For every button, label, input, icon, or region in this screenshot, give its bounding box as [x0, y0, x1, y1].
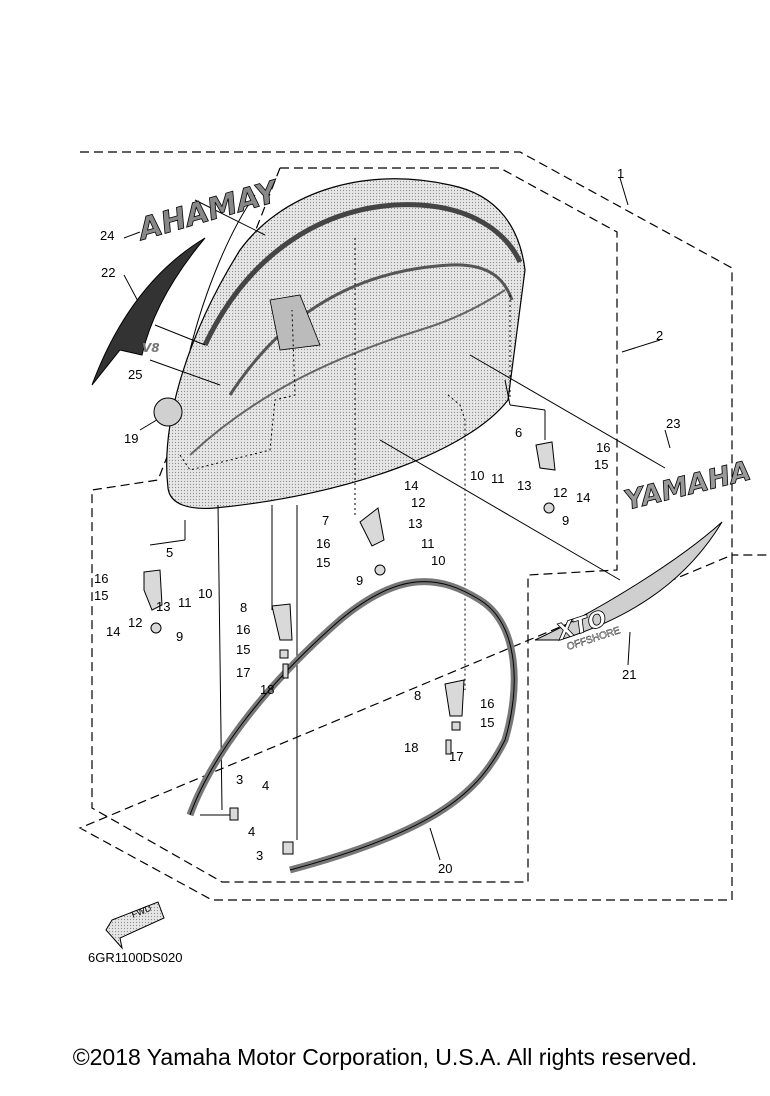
part-17b [451, 721, 461, 731]
callout-c15e: 15 [594, 457, 608, 472]
callout-c10c: 10 [470, 468, 484, 483]
callout-c16a: 16 [94, 571, 108, 586]
part-18a [282, 663, 289, 679]
callout-c22: 22 [101, 265, 115, 280]
callout-c17b: 17 [449, 749, 463, 764]
callout-c9a: 9 [176, 629, 183, 644]
boundary-inner [91, 167, 618, 883]
part-9c-nut [543, 502, 555, 514]
part-9a-nut [150, 622, 162, 634]
callout-c16b: 16 [316, 536, 330, 551]
callout-c11c: 11 [491, 471, 505, 486]
callout-c16e: 16 [596, 440, 610, 455]
callout-c16d: 16 [480, 696, 494, 711]
decal-21: XTO OFFSHORE [534, 521, 723, 653]
top-cowling [166, 178, 526, 690]
callout-c13b: 13 [408, 516, 422, 531]
part-19 [153, 397, 183, 427]
callout-labels: 1233445678899910101011111112121213131314… [94, 166, 680, 876]
callout-c6: 6 [515, 425, 522, 440]
decal-22 [91, 237, 206, 386]
callout-c3b: 3 [256, 848, 263, 863]
callout-c13c: 13 [517, 478, 531, 493]
callout-c17a: 17 [236, 665, 250, 680]
copyright-notice: ©2018 Yamaha Motor Corporation, U.S.A. A… [72, 1044, 698, 1070]
part-3b-clip [282, 841, 294, 855]
callout-c15c: 15 [236, 642, 250, 657]
part-18b [445, 739, 452, 755]
callout-c5: 5 [166, 545, 173, 560]
part-5-bracket [143, 569, 163, 611]
part-3a-clip [229, 807, 239, 821]
decal-v8: V8 [142, 341, 160, 355]
callout-c9b: 9 [356, 573, 363, 588]
callout-c4b: 4 [248, 824, 255, 839]
callout-c14b: 14 [404, 478, 418, 493]
callout-c15d: 15 [480, 715, 494, 730]
callout-c10a: 10 [198, 586, 212, 601]
callout-c20: 20 [438, 861, 452, 876]
callout-c15b: 15 [316, 555, 330, 570]
callout-c23: 23 [666, 416, 680, 431]
callout-c11b: 11 [421, 536, 435, 551]
callout-c18a: 18 [260, 682, 274, 697]
callout-c10b: 10 [431, 553, 445, 568]
callout-c12a: 12 [128, 615, 142, 630]
callout-c12c: 12 [553, 485, 567, 500]
part-8b-bracket [444, 679, 465, 717]
callout-c3a: 3 [236, 772, 243, 787]
drawing-code: 6GR1100DS020 [88, 950, 182, 965]
callout-c16c: 16 [236, 622, 250, 637]
part-20-seal-edge [189, 581, 515, 871]
callout-c8b: 8 [414, 688, 421, 703]
callout-c21: 21 [622, 667, 636, 682]
callout-c1: 1 [617, 166, 624, 181]
callout-c12b: 12 [411, 495, 425, 510]
decal-23: YAMAHA [621, 455, 755, 517]
callout-c11a: 11 [178, 595, 192, 610]
part-8a-bracket [271, 603, 293, 641]
callout-c24: 24 [100, 228, 114, 243]
part-17a [279, 649, 289, 659]
callout-c18b: 18 [404, 740, 418, 755]
callout-c4a: 4 [262, 778, 269, 793]
decal-text-right: YAMAHA [621, 455, 754, 516]
callout-c8a: 8 [240, 600, 247, 615]
callout-c15a: 15 [94, 588, 108, 603]
callout-c13a: 13 [156, 599, 170, 614]
callout-c2: 2 [656, 328, 663, 343]
callout-c9c: 9 [562, 513, 569, 528]
parts-diagram: AHAMAY V8 YAMAHA XTO OFFSHORE FWD 6GR110… [78, 151, 770, 965]
part-9b-nut [374, 564, 386, 576]
fwd-arrow: FWD [105, 901, 165, 950]
callout-c19: 19 [124, 431, 138, 446]
part-6-bracket [535, 441, 556, 471]
callout-c25: 25 [128, 367, 142, 382]
part-7-bracket [359, 507, 385, 547]
callout-c7: 7 [322, 513, 329, 528]
callout-c14c: 14 [576, 490, 590, 505]
callout-c14a: 14 [106, 624, 120, 639]
